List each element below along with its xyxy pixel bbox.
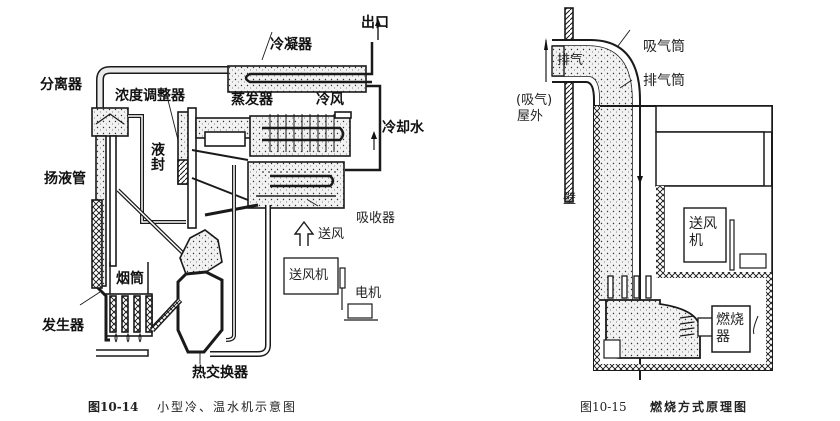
figure-10-14 [79, 18, 382, 364]
label-evaporator: 蒸发器 [231, 92, 273, 108]
label-chimney: 烟筒 [116, 271, 144, 287]
label-wall: 壁 [563, 192, 577, 207]
cooling-water-pipe [345, 84, 382, 172]
label-absorber: 吸收器 [356, 211, 396, 226]
label-outdoor: 屋外 [517, 109, 544, 124]
label-cooling-water: 冷却水 [382, 120, 424, 136]
caption-title-left: 小型冷、温水机示意图 [157, 400, 298, 414]
label-cold-air: 冷风 [316, 92, 344, 108]
chimney [109, 262, 149, 294]
blower-box-right [683, 207, 727, 263]
caption-title-right: 燃烧方式原理图 [650, 400, 749, 414]
label-exhaust-pipe: 排气筒 [643, 73, 685, 89]
label-heat-exchanger: 热交换器 [192, 365, 248, 381]
label-blower-right: 送风机 [689, 216, 717, 249]
label-intake-pipe: 吸气筒 [643, 39, 685, 55]
label-condenser: 冷凝器 [270, 37, 312, 53]
flame-coils [679, 315, 695, 337]
evaporator-fins [269, 114, 335, 152]
caption-number-right: 图10-15 [580, 400, 627, 414]
label-separator: 分离器 [40, 77, 82, 93]
wall-lower [564, 81, 574, 203]
flames [114, 332, 142, 343]
evaporator [249, 115, 351, 157]
burner-base [96, 349, 149, 357]
label-lift-pipe: 扬液管 [44, 171, 86, 187]
label-burner: 燃烧器 [716, 312, 744, 345]
label-liquid-seal: 液封 [149, 142, 165, 172]
condenser-coil [244, 42, 374, 84]
label-motor: 电机 [355, 286, 382, 301]
blower-box [283, 257, 339, 295]
supply-air-arrow [293, 220, 315, 246]
upper-panel [655, 105, 773, 133]
label-generator: 发生器 [42, 318, 84, 334]
wall-upper [564, 7, 574, 41]
label-supply-air: 送风 [318, 227, 345, 242]
label-intake: (吸气) [516, 93, 553, 108]
condenser [227, 65, 367, 93]
label-concentration-regulator: 浓度调整器 [115, 88, 185, 104]
intake-pipe-outer [552, 39, 641, 380]
label-exhaust: 排气 [557, 53, 584, 68]
vent-slots [607, 275, 652, 299]
label-outlet: 出口 [361, 15, 389, 31]
belt [339, 267, 346, 289]
label-blower: 送风机 [289, 268, 329, 283]
separator [91, 107, 129, 137]
burner-box [711, 305, 751, 353]
heat-exchanger-top [179, 229, 223, 275]
caption-number-left: 图10-14 [88, 400, 139, 414]
motor [347, 303, 373, 319]
pilot [603, 339, 621, 359]
heat-exchanger [176, 270, 224, 354]
motor-right [739, 253, 767, 269]
figure-10-15 [544, 7, 773, 380]
